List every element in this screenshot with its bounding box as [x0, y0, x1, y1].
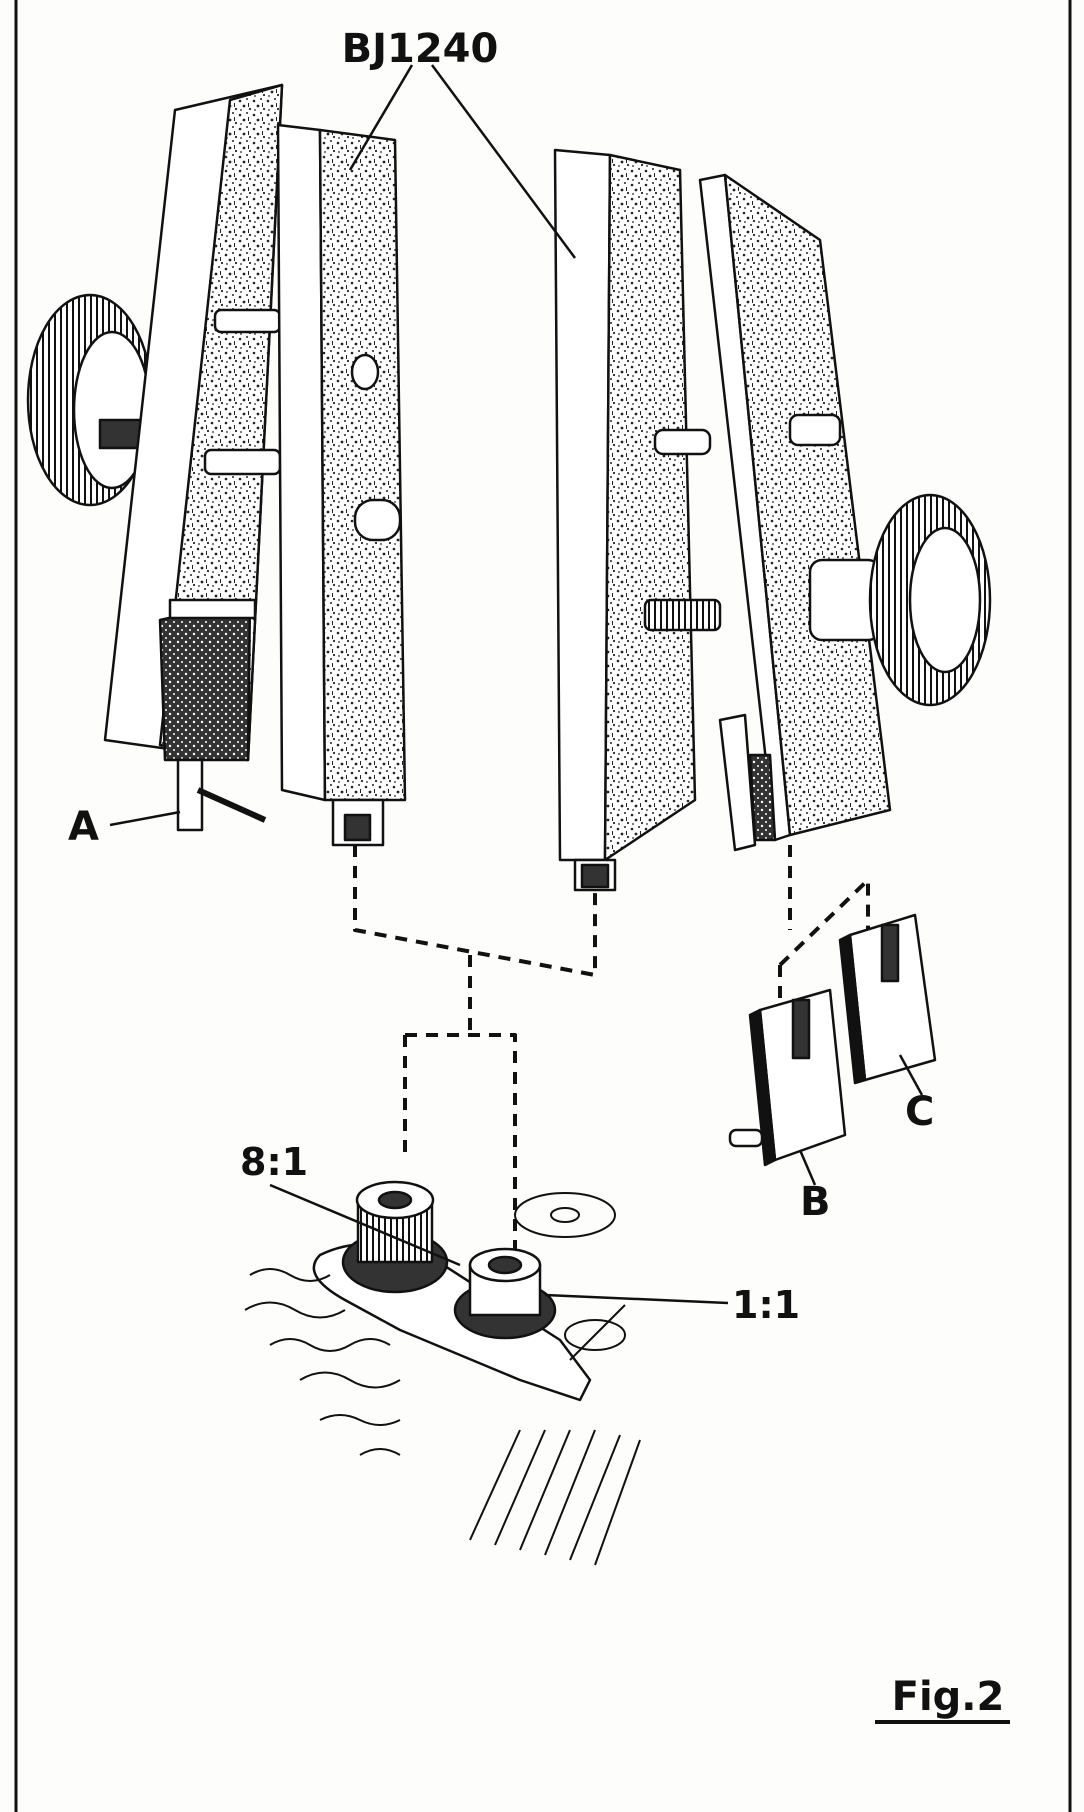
- left-adjust-knob: [26, 293, 154, 507]
- ratio-label-8-1: 8:1: [240, 1140, 308, 1184]
- figure-caption: Fig.2: [892, 1674, 1005, 1720]
- label-a: A: [68, 804, 99, 850]
- ratio-label-1-1: 1:1: [732, 1283, 800, 1327]
- label-c: C: [905, 1089, 934, 1135]
- part-number-label: BJ1240: [342, 26, 499, 72]
- shim-b: [728, 988, 847, 1167]
- leader-lines: [109, 64, 924, 1305]
- right-adjust-knob: [808, 493, 992, 707]
- center-right-arm: [553, 148, 722, 892]
- left-arm: [103, 83, 284, 762]
- right-arm: [698, 173, 892, 852]
- gear-8-1: [341, 1180, 449, 1294]
- dashed-connectors: [353, 845, 870, 1250]
- label-b: B: [800, 1179, 831, 1225]
- gear-1-1: [453, 1247, 557, 1340]
- shim-c: [838, 913, 937, 1085]
- center-left-arm: [276, 123, 407, 847]
- pin-a: [176, 758, 267, 832]
